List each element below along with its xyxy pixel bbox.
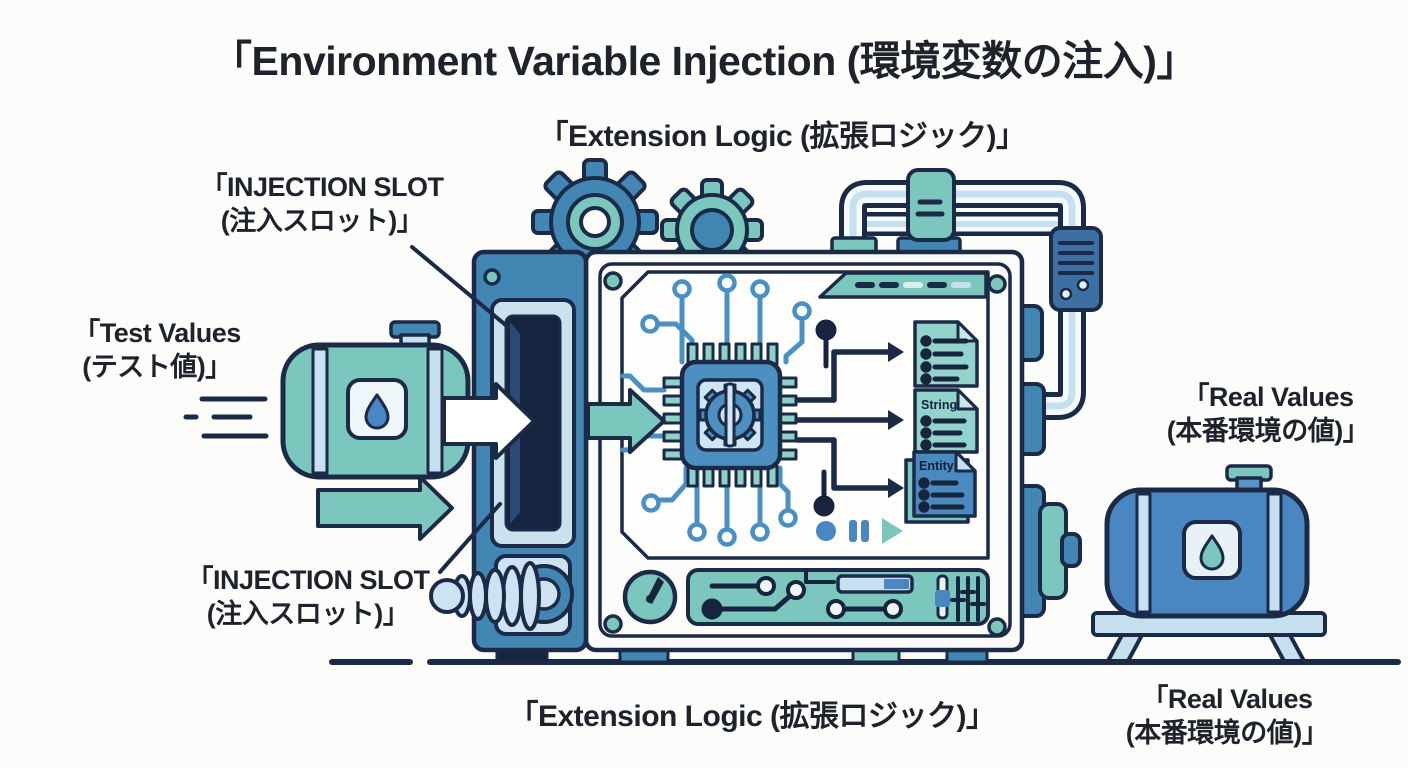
label-test-values: 「Test Values (テスト値)」 [27, 316, 287, 384]
equalizer [935, 574, 986, 622]
output-arrows [795, 349, 891, 491]
label-line: 「INJECTION SLOT [186, 565, 430, 595]
trace-terminals [640, 273, 812, 547]
label-real-values-bottom: 「Real Values (本番環境の値)」 [1102, 682, 1352, 750]
document-entity: Entity [904, 450, 977, 524]
droplet-icon [364, 393, 390, 430]
callout-line-bottom [438, 502, 502, 574]
label-line: (本番環境の値)」 [1166, 416, 1370, 447]
page-title: 「Environment Variable Injection (環境変数の注入… [211, 38, 1197, 84]
label-line: (本番環境の値)」 [1125, 718, 1329, 749]
label-line: (注入スロット)」 [206, 599, 410, 630]
callout-line-top [410, 245, 510, 329]
label-extension-logic-top: 「Extension Logic (拡張ロジック)」 [538, 120, 1026, 153]
vent-grille [818, 271, 988, 299]
label-line: (注入スロット)」 [220, 206, 424, 237]
arrow-icon-heads [888, 342, 904, 498]
circuit-panel: String Entity [620, 270, 990, 560]
label-line: 「Test Values [73, 318, 241, 348]
progress-bar-fill [884, 579, 909, 589]
callout-lines [410, 245, 510, 574]
pipe [839, 180, 1086, 420]
document-plain [913, 320, 979, 388]
record-icon [816, 521, 836, 541]
real-values-tank [1091, 464, 1327, 663]
label-line: 「Real Values [1141, 684, 1313, 714]
label-line: (テスト値)」 [82, 352, 232, 383]
cpu-chip-icon [662, 342, 798, 488]
pause-icon [849, 520, 869, 542]
label-real-values-right: 「Real Values (本番環境の値)」 [1133, 380, 1403, 448]
document-string-label: String [921, 398, 957, 412]
screw-icon [483, 268, 1007, 637]
label-injection-slot-bottom: 「INJECTION SLOT (注入スロット)」 [158, 563, 458, 631]
injection-arrow-white [442, 382, 536, 460]
document-string: String [913, 388, 979, 454]
media-controls [816, 518, 903, 544]
play-icon [882, 518, 903, 544]
label-extension-logic-bottom: 「Extension Logic (拡張ロジック)」 [508, 700, 996, 733]
test-values-tank [280, 320, 471, 480]
document-entity-label: Entity [919, 459, 954, 473]
control-strip [686, 568, 990, 626]
navy-trace-dots [813, 319, 837, 517]
gear-icon-chip [698, 382, 762, 448]
flow-arrow-teal-lower [316, 475, 454, 541]
speed-lines [183, 396, 269, 439]
label-injection-slot-top: 「INJECTION SLOT (注入スロット)」 [172, 170, 472, 238]
control-device [1049, 226, 1103, 312]
label-line: 「Real Values [1182, 382, 1354, 412]
label-line: 「INJECTION SLOT [200, 172, 444, 202]
auger-screw [429, 554, 574, 636]
gauge-icon [622, 569, 678, 625]
droplet-icon [1199, 534, 1225, 571]
face-plate [598, 262, 1012, 638]
flow-arrow-teal-inner [586, 388, 666, 454]
